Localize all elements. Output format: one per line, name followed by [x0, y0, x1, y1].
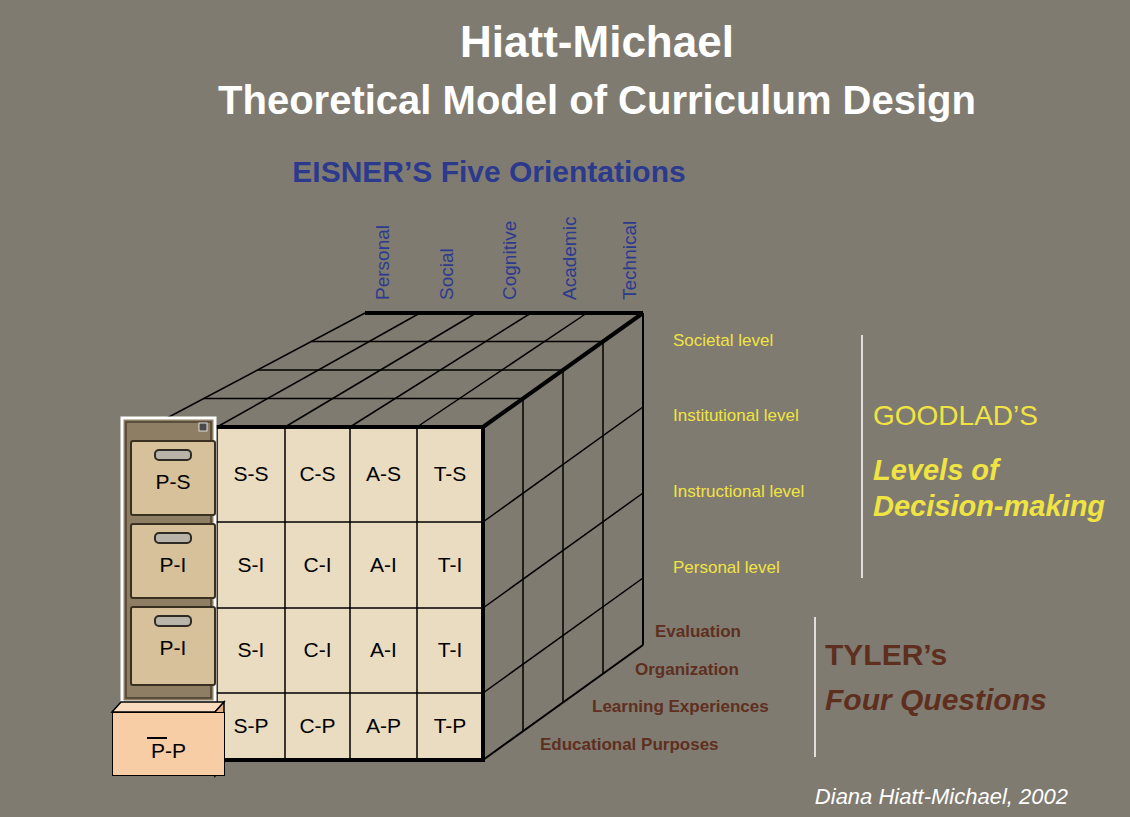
axis-label: Social	[436, 248, 458, 300]
table-cell: C-I	[304, 638, 332, 662]
axis-title: TYLER’s	[825, 638, 947, 673]
caption: Diana Hiatt-Michael, 2002	[815, 784, 1068, 809]
box-label: P-S	[132, 470, 214, 494]
grid-line	[483, 493, 643, 608]
table-cell: C-S	[299, 462, 335, 486]
cabinet-drawer: P-I	[130, 523, 216, 599]
table-cell: T-S	[434, 462, 467, 486]
axis-subtitle: Levels of Decision-making	[873, 452, 1123, 525]
grid-line	[150, 313, 365, 427]
axis-label: Cognitive	[499, 221, 521, 300]
table-cell: A-I	[370, 638, 397, 662]
bracket-line	[814, 617, 816, 757]
level-label: Personal level	[673, 558, 780, 578]
table-cell: S-I	[238, 553, 265, 577]
table-cell: T-P	[434, 714, 467, 738]
axis-title: GOODLAD’S	[873, 400, 1038, 432]
box-label: P-I	[132, 636, 214, 660]
grid-line	[522, 399, 524, 732]
top-back-edge	[365, 311, 643, 315]
grid-line	[204, 398, 523, 400]
title: Hiatt-Michael	[460, 17, 734, 68]
question-label: Learning Experiences	[592, 697, 769, 717]
filing-cabinet	[122, 418, 215, 702]
cabinet-drawer: P-S	[130, 440, 216, 516]
bracket-line	[861, 335, 863, 578]
question-label: Evaluation	[655, 622, 741, 642]
table-cell: T-I	[438, 553, 463, 577]
axis-title: EISNER’S Five Orientations	[292, 155, 685, 190]
grid-lines	[150, 313, 643, 760]
axis-subtitle: Four Questions	[825, 683, 1047, 718]
cabinet-lock	[199, 423, 207, 431]
axis-label: Technical	[619, 221, 641, 300]
grid-line	[284, 427, 286, 760]
table-cell: T-I	[438, 638, 463, 662]
table-cell: A-P	[366, 714, 401, 738]
box-top	[112, 702, 224, 712]
grid-line	[416, 427, 418, 760]
table-cell: A-I	[370, 553, 397, 577]
table-cell: A-S	[366, 462, 401, 486]
table-cell: S-I	[238, 638, 265, 662]
level-label: Institutional level	[673, 406, 799, 426]
cabinet-drawer: P-I	[130, 606, 216, 686]
grid-line	[642, 313, 644, 645]
subtitle: Theoretical Model of Curriculum Design	[218, 77, 976, 123]
axis-label: Academic	[559, 217, 581, 300]
grid-line	[311, 341, 603, 343]
level-label: Societal level	[673, 331, 773, 351]
grid-line	[562, 370, 564, 703]
question-label: Educational Purposes	[540, 735, 719, 755]
grid-line	[483, 407, 643, 522]
box-label: P-P	[113, 739, 224, 763]
grid-line	[602, 342, 604, 674]
grid-line	[258, 369, 564, 371]
level-label: Instructional level	[673, 482, 804, 502]
grid-line	[483, 578, 643, 693]
top-right-edge	[483, 313, 643, 427]
axis-label: Personal	[372, 225, 394, 300]
table-cell: C-P	[299, 714, 335, 738]
question-label: Organization	[635, 660, 739, 680]
table-cell: S-P	[233, 714, 268, 738]
table-cell: C-I	[304, 553, 332, 577]
box-label: P-I	[132, 553, 214, 577]
grid-line	[349, 427, 351, 760]
cube-outline	[150, 313, 643, 760]
table-cell: S-S	[233, 462, 268, 486]
box-front: P-P	[112, 712, 225, 776]
